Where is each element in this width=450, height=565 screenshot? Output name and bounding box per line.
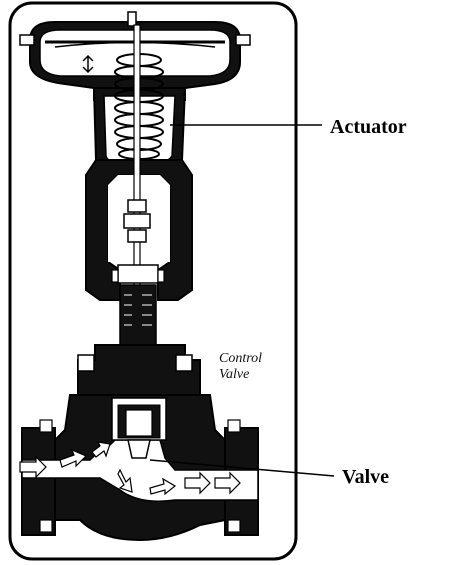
valve-body-assembly [19, 344, 259, 542]
inlet-flange [21, 427, 56, 536]
control-valve-label-line2: Valve [219, 367, 249, 382]
stem-connector [123, 199, 151, 243]
diagram-frame [8, 1, 298, 561]
valve-leader-line [149, 459, 335, 477]
case-bolt-left [19, 34, 35, 46]
actuator-label: Actuator [330, 116, 407, 138]
valve-label: Valve [342, 466, 389, 488]
control-valve-label-line1: Control [219, 351, 262, 366]
flow-arrows [19, 441, 241, 496]
case-bolt-right [235, 34, 251, 46]
valve-plug [111, 397, 167, 459]
packing-box [111, 264, 165, 346]
